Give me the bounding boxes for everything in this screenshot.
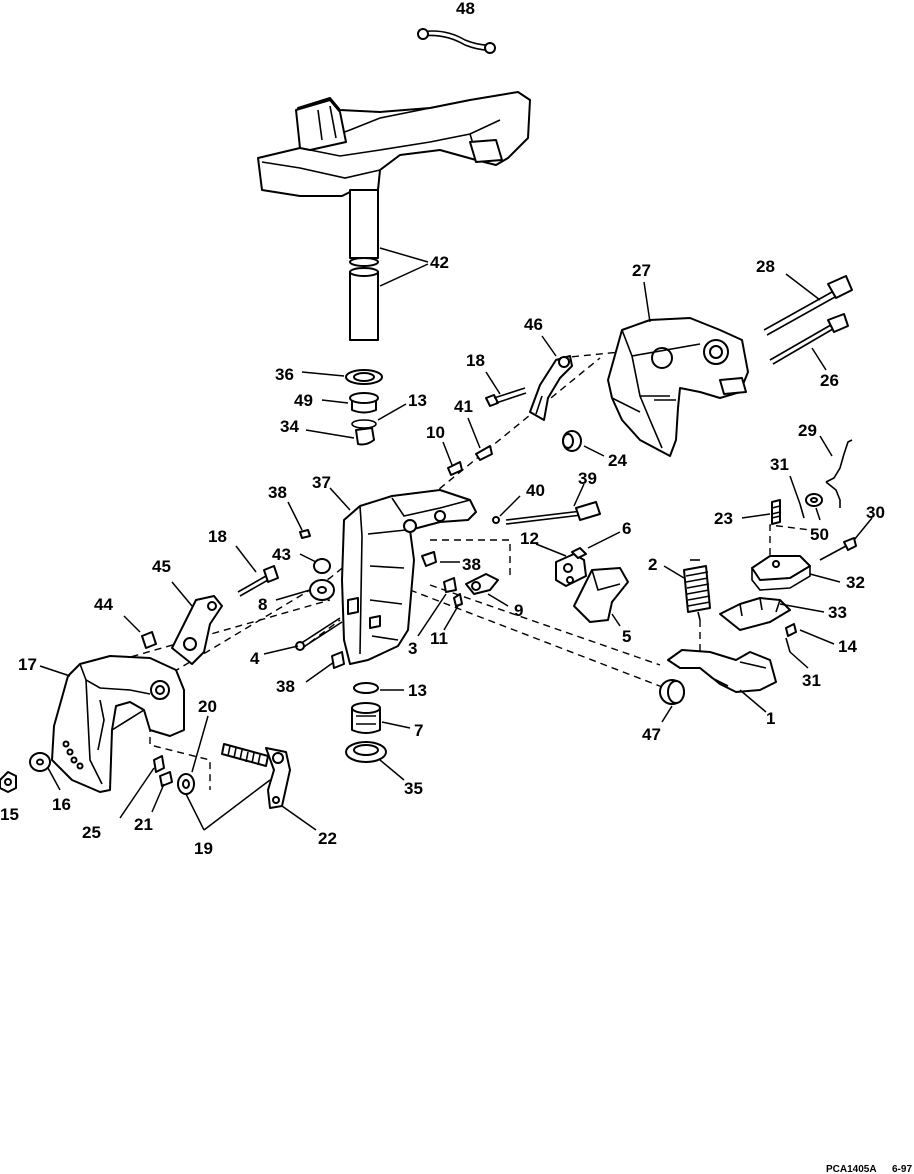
- callout-22: 22: [318, 829, 337, 848]
- figure-ref-code: PCA1405A: [826, 1164, 877, 1174]
- parts-screws-10-41: [442, 417, 493, 476]
- part-28-long-bolt: [763, 273, 853, 336]
- parts-18-45-44: [123, 545, 279, 665]
- figure-ref-date: 6-97: [892, 1164, 912, 1174]
- callout-38-mid: 38: [462, 555, 481, 574]
- callout-6: 6: [622, 519, 631, 538]
- callout-7: 7: [414, 721, 423, 740]
- callout-24: 24: [608, 451, 627, 470]
- callout-41: 41: [454, 397, 473, 416]
- parts-43-8-4: [263, 553, 345, 683]
- callout-18-left: 18: [208, 527, 227, 546]
- callout-18-upper: 18: [466, 351, 485, 370]
- callout-11: 11: [430, 629, 448, 648]
- callout-39: 39: [578, 469, 597, 488]
- callout-34: 34: [280, 417, 299, 436]
- callout-33: 33: [828, 603, 847, 622]
- callout-14: 14: [838, 637, 857, 656]
- parts-15-16-nut-washer: [0, 752, 61, 793]
- part-29-spring-wire: [819, 435, 853, 508]
- part-18-bolt-upper: [485, 371, 527, 407]
- parts-9-11-3-38: [417, 551, 509, 637]
- callout-44: 44: [94, 595, 113, 614]
- part-37-clamp-body: [287, 487, 477, 665]
- callout-4: 4: [250, 649, 260, 668]
- callout-19: 19: [194, 839, 213, 858]
- callout-9: 9: [514, 601, 523, 620]
- callout-49: 49: [294, 391, 313, 410]
- callout-5: 5: [622, 627, 631, 646]
- callout-46: 46: [524, 315, 543, 334]
- callout-31-upper: 31: [770, 455, 789, 474]
- part-26-rod: [769, 313, 849, 371]
- part-24-bumper: [562, 430, 605, 457]
- callout-40: 40: [526, 481, 545, 500]
- part-48-clip: [417, 28, 496, 54]
- part-27-stern-bracket: [607, 281, 749, 457]
- callout-35: 35: [404, 779, 423, 798]
- callout-23: 23: [714, 509, 733, 528]
- part-2-spring: [663, 559, 711, 621]
- callout-47: 47: [642, 725, 661, 744]
- callout-38-top: 38: [268, 483, 287, 502]
- callout-48: 48: [456, 0, 475, 18]
- figure-reference: PCA1405A 6-97: [826, 1164, 912, 1174]
- parts-bushings-lower: [345, 682, 411, 781]
- callout-16: 16: [52, 795, 71, 814]
- callout-2: 2: [648, 555, 657, 574]
- callout-13-lower: 13: [408, 681, 427, 700]
- part-42-swivel-tube: [257, 91, 531, 341]
- callout-1: 1: [766, 709, 775, 728]
- callout-12: 12: [520, 529, 539, 548]
- callout-27: 27: [632, 261, 651, 280]
- callout-31-lower: 31: [802, 671, 821, 690]
- callout-42: 42: [430, 253, 449, 272]
- parts-bushings-upper: [301, 369, 407, 446]
- parts-40-39: [492, 483, 601, 525]
- parts-25-21-20-19-22: [119, 715, 317, 831]
- parts-14-31-lower: [785, 623, 835, 669]
- callout-20: 20: [198, 697, 217, 716]
- part-47-cap: [659, 679, 685, 723]
- part-1-tilt-lever: [667, 649, 777, 713]
- part-46-link-arm: [529, 335, 573, 421]
- callout-labels: 48 42 36 49 13 34 46 18 41 10 27 28 26 2…: [0, 0, 885, 858]
- callout-13-upper: 13: [408, 391, 427, 410]
- callout-28: 28: [756, 257, 775, 276]
- callout-25: 25: [82, 823, 101, 842]
- callout-21: 21: [134, 815, 153, 834]
- callout-15: 15: [0, 805, 19, 824]
- callout-38-low: 38: [276, 677, 295, 696]
- callout-29: 29: [798, 421, 817, 440]
- callout-36: 36: [275, 365, 294, 384]
- callout-3: 3: [408, 639, 417, 658]
- parts-12-6-5: [535, 531, 629, 627]
- callout-37: 37: [312, 473, 331, 492]
- callout-50: 50: [810, 525, 829, 544]
- callout-45: 45: [152, 557, 171, 576]
- callout-17: 17: [18, 655, 37, 674]
- parts-32-33-plates: [719, 555, 841, 631]
- part-17-clamp-bracket: [39, 655, 185, 793]
- callout-10: 10: [426, 423, 445, 442]
- callout-8: 8: [258, 595, 267, 614]
- callout-26: 26: [820, 371, 839, 390]
- callout-43: 43: [272, 545, 291, 564]
- callout-30: 30: [866, 503, 885, 522]
- assembly-guide-lines: [59, 351, 811, 790]
- parts-31-23-50-30: [741, 475, 873, 561]
- callout-32: 32: [846, 573, 865, 592]
